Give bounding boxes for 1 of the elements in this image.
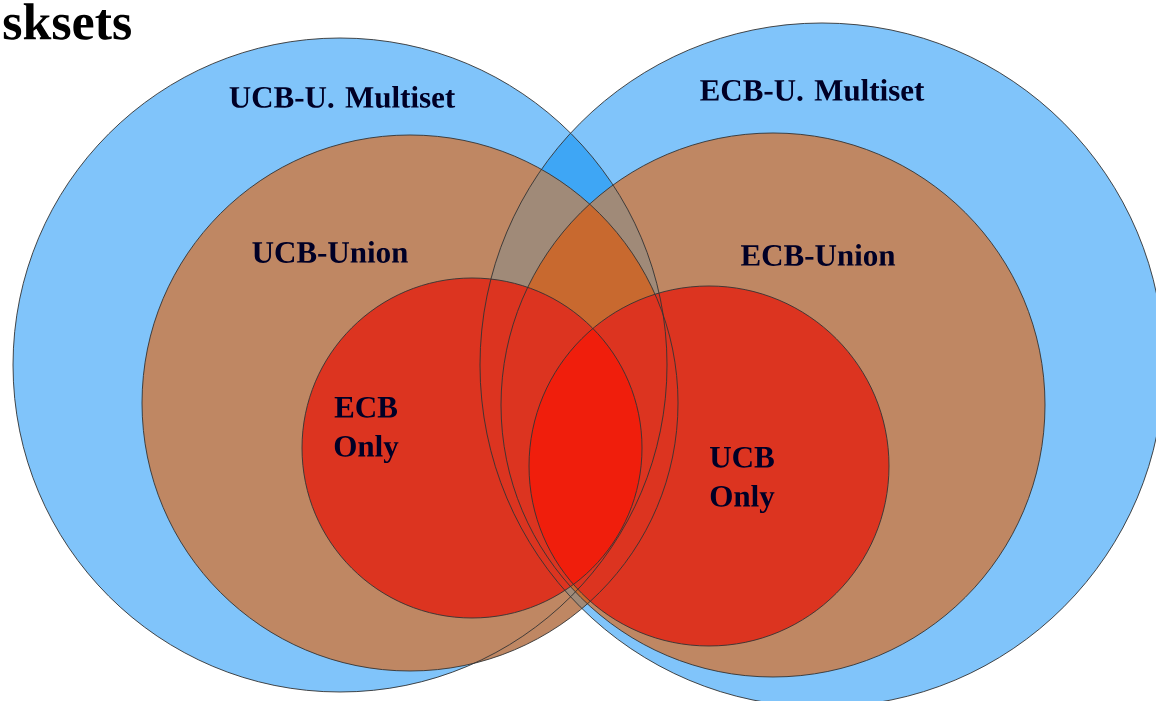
title: sksets [3,3,131,40]
